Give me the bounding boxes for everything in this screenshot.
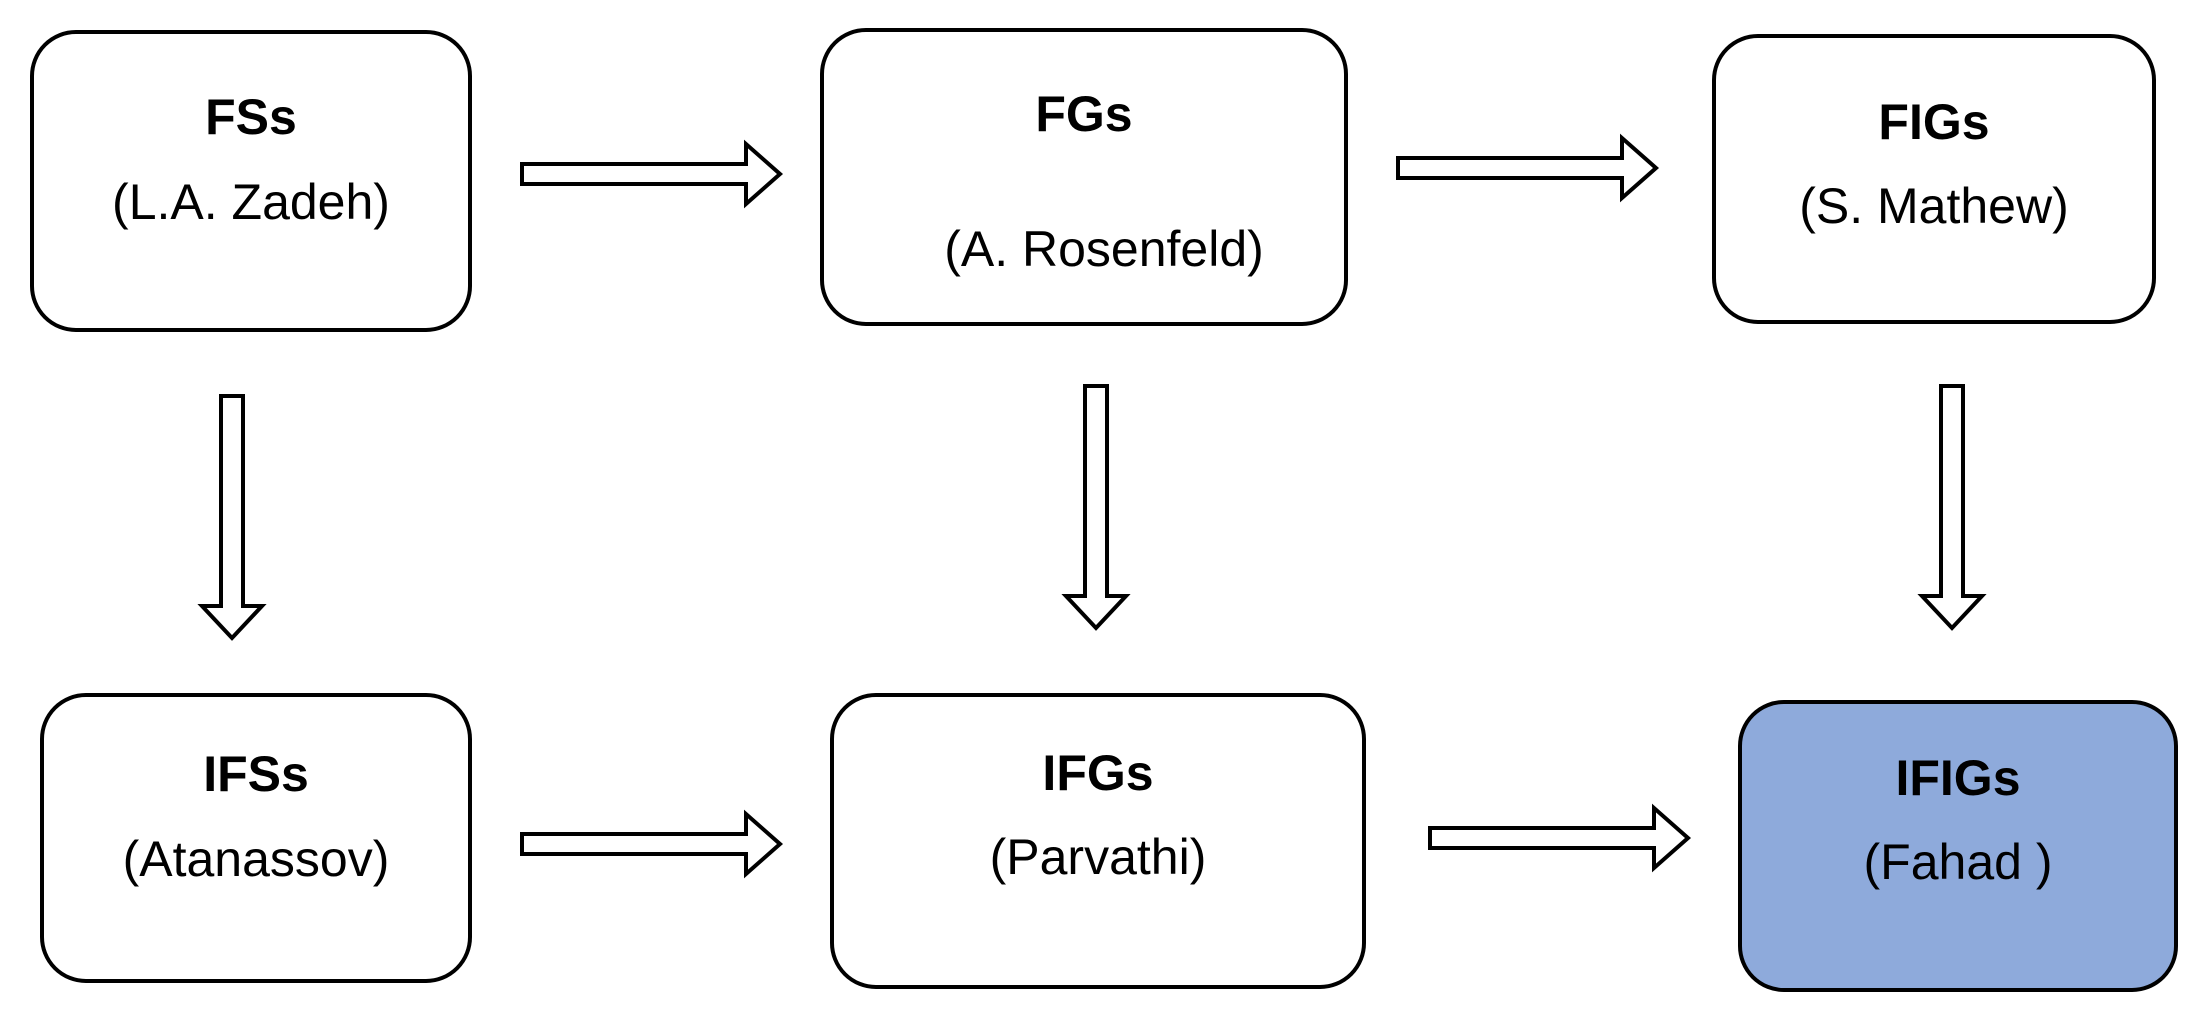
node-ifss-title: IFSs [203, 746, 309, 802]
arrow-fgs-to-figs [1396, 133, 1660, 203]
node-figs: FIGs (S. Mathew) [1712, 34, 2156, 324]
node-fss-author: (L.A. Zadeh) [112, 174, 390, 230]
node-fss: FSs (L.A. Zadeh) [30, 30, 472, 332]
node-ifigs-title: IFIGs [1895, 750, 2021, 806]
node-figs-title: FIGs [1878, 94, 1990, 150]
node-ifss-author: (Atanassov) [122, 831, 390, 887]
node-ifgs-title: IFGs [1042, 745, 1154, 801]
arrow-ifss-to-ifgs [520, 809, 784, 879]
node-ifigs-author: (Fahad ) [1863, 834, 2053, 890]
arrow-ifgs-to-ifigs [1428, 803, 1692, 873]
node-ifgs-author: (Parvathi) [989, 829, 1207, 885]
arrow-fgs-to-ifgs [1061, 384, 1131, 631]
node-figs-author: (S. Mathew) [1799, 178, 2069, 234]
node-fss-title: FSs [205, 89, 297, 145]
node-ifss: IFSs (Atanassov) [40, 693, 472, 983]
node-fgs: FGs (A. Rosenfeld) [820, 28, 1348, 326]
node-fgs-author: (A. Rosenfeld) [944, 221, 1264, 277]
arrow-figs-to-ifigs [1917, 384, 1987, 631]
arrow-fss-to-ifss [197, 394, 267, 641]
node-fgs-title: FGs [1035, 86, 1133, 142]
arrow-fss-to-fgs [520, 139, 784, 209]
node-ifigs: IFIGs (Fahad ) [1738, 700, 2178, 992]
node-ifgs: IFGs (Parvathi) [830, 693, 1366, 989]
